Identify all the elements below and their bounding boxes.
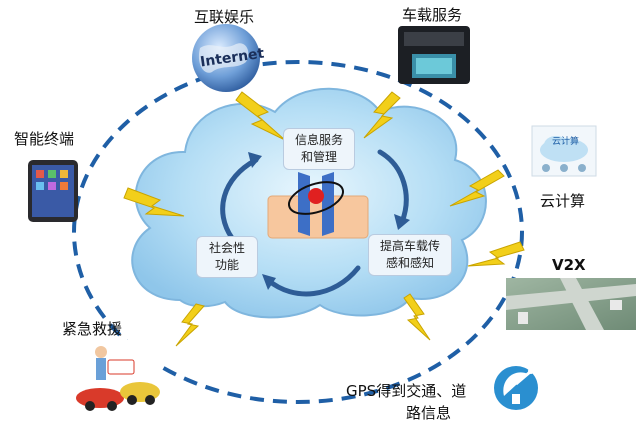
box-info-service-line1: 信息服务: [290, 132, 348, 149]
box-info-service-line2: 和管理: [290, 149, 348, 166]
label-gps-line2: 路信息: [406, 402, 451, 423]
box-perception-line1: 提高车载传: [375, 238, 445, 255]
label-v2x: V2X: [552, 256, 586, 274]
label-gps-line1: GPS得到交通、道: [346, 380, 466, 401]
box-perception: 提高车载传 感和感知: [368, 234, 452, 276]
lightning-icon: [468, 242, 524, 266]
emergency-rescue-image: [70, 340, 162, 412]
vehicle-service-image: [398, 26, 470, 84]
box-info-service: 信息服务 和管理: [283, 128, 355, 170]
v2x-road-image: [506, 278, 636, 330]
box-social-line2: 功能: [203, 257, 251, 274]
box-social-line1: 社会性: [203, 240, 251, 257]
label-vehicle-service: 车载服务: [402, 4, 462, 25]
label-smart-terminal: 智能终端: [14, 128, 74, 149]
box-social: 社会性 功能: [196, 236, 258, 278]
label-internet-entertainment: 互联娱乐: [194, 6, 254, 27]
cloud-icon-text: 云计算: [552, 134, 579, 147]
label-cloud-computing: 云计算: [540, 190, 585, 211]
label-emergency-rescue: 紧急救援: [62, 318, 122, 339]
tablet-icon: [28, 160, 78, 222]
lightning-icon: [176, 304, 204, 346]
box-perception-line2: 感和感知: [375, 255, 445, 272]
gps-satellite-icon: [494, 366, 538, 410]
lightning-icon: [404, 294, 430, 340]
